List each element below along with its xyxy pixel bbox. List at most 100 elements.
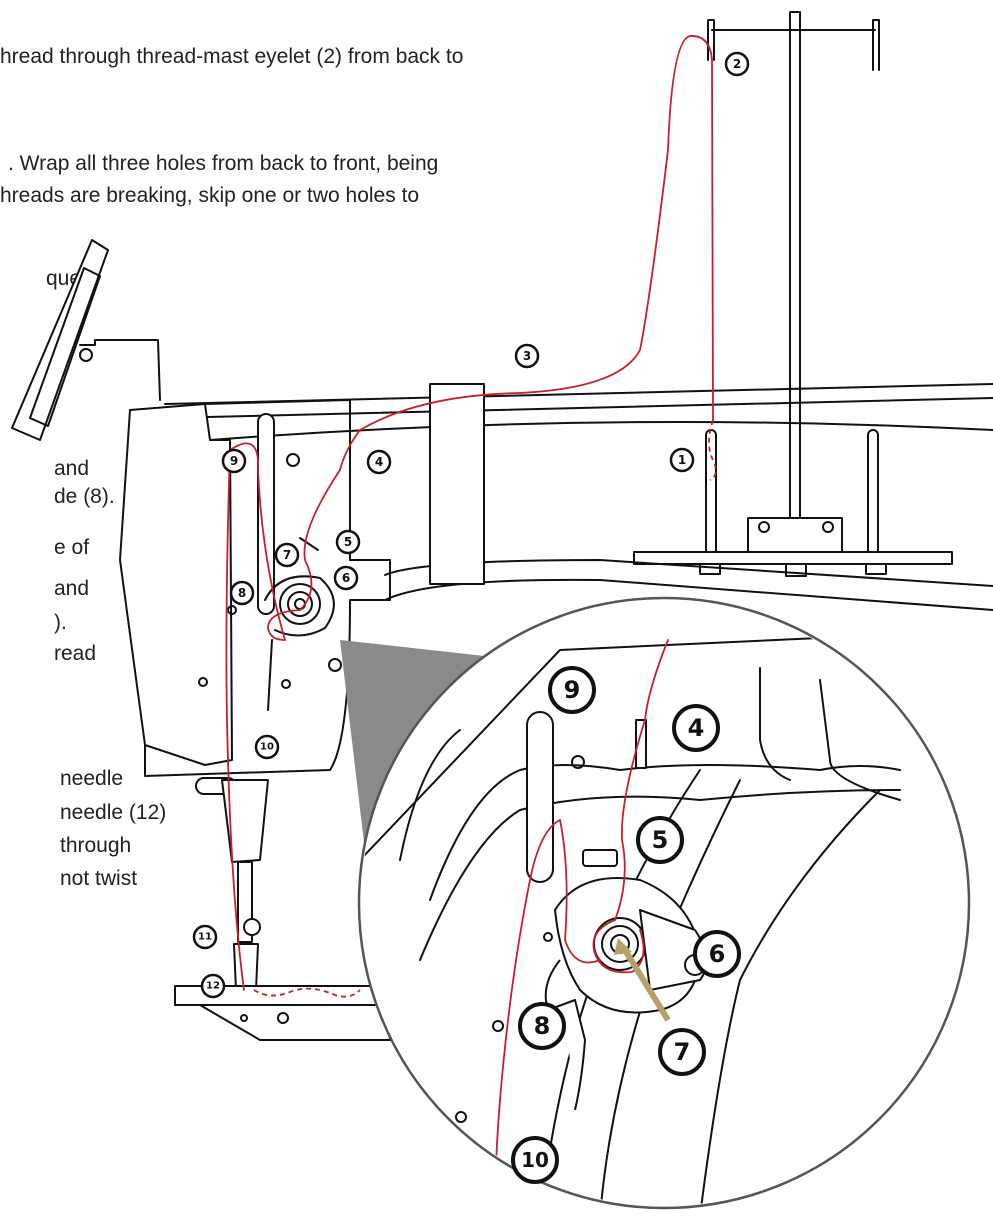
screen-body (11, 239, 109, 441)
machine-head-cover (119, 403, 233, 766)
detail-marker-8: 8 (518, 1002, 566, 1050)
instruction-line-13: through (60, 834, 132, 857)
plate-foot (699, 563, 721, 575)
head-screw (227, 605, 237, 615)
detail-thread-wrap (592, 919, 645, 974)
instruction-line-8: and (54, 577, 90, 600)
screen-pivot (79, 348, 93, 362)
thread-guide-5 (299, 537, 319, 551)
base-screw (277, 1012, 289, 1024)
head-screw (281, 679, 291, 689)
detail-screw (543, 932, 553, 942)
thread-stand (633, 11, 953, 577)
svg-text:3: 3 (523, 349, 531, 363)
needle-bar-housing (221, 779, 269, 863)
take-up-lever-slot (257, 413, 275, 615)
detail-thread-up (559, 819, 601, 964)
step-marker-6: 6 (333, 565, 359, 591)
instruction-line-9: ). (54, 611, 67, 634)
arm-collar (429, 383, 485, 585)
svg-text:8: 8 (534, 1012, 551, 1040)
svg-text:6: 6 (342, 571, 350, 585)
detail-guide-5 (582, 849, 618, 867)
detail-guide-slot (526, 711, 554, 883)
detail-marker-7: 7 (658, 1028, 706, 1076)
head-front-panel (204, 399, 351, 561)
detail-thread-top (644, 639, 669, 721)
bracket-screw (758, 521, 770, 533)
detail-tension-disc-inner (601, 925, 639, 963)
thread-loop-tension (267, 609, 301, 641)
detail-thread-down (614, 719, 646, 921)
detail-pointer-arrow (622, 948, 671, 1022)
thread-spool-wrap (708, 419, 717, 481)
step-marker-3: 3 (514, 343, 540, 369)
instruction-line-10: read (54, 642, 97, 665)
detail-view (357, 596, 971, 1210)
svg-text:4: 4 (375, 455, 383, 469)
mast-eyelet-left (707, 19, 715, 61)
svg-text:7: 7 (674, 1038, 691, 1066)
step-marker-10: 10 (254, 734, 280, 760)
detail-curve-2 (419, 789, 901, 961)
detail-panel-line (759, 667, 791, 781)
instruction-line-7: e of (54, 536, 90, 559)
step-marker-4: 4 (366, 449, 392, 475)
head-knob (328, 658, 342, 672)
screen-arm (79, 339, 161, 401)
stand-bracket (747, 517, 843, 557)
instruction-line-12: needle (12) (60, 801, 167, 824)
spool-pin-left (705, 429, 717, 561)
svg-text:12: 12 (206, 981, 220, 992)
detail-head-edge (399, 729, 461, 861)
instruction-line-3: hreads are breaking, skip one or two hol… (0, 184, 420, 207)
detail-screw (455, 1111, 467, 1123)
thread-segment-head (225, 442, 286, 991)
tension-disc (279, 583, 321, 625)
svg-text:8: 8 (238, 586, 246, 600)
machine-head-side (144, 559, 391, 777)
detail-marker-4: 4 (672, 704, 720, 752)
detail-panel-line-2 (819, 679, 901, 801)
thread-segment-arm (299, 392, 521, 611)
thread-tail (253, 987, 361, 998)
tension-housing (264, 575, 335, 637)
head-screw (198, 677, 208, 687)
head-hole (286, 453, 300, 467)
svg-text:5: 5 (344, 535, 352, 549)
instruction-line-11: needle (60, 767, 124, 790)
spool-pin-right (867, 429, 879, 561)
thread-path (225, 35, 717, 998)
detail-marker-5: 5 (636, 816, 684, 864)
detail-thread-guide-4 (635, 719, 647, 769)
svg-text:2: 2 (733, 57, 741, 71)
detail-body-edge-3 (699, 789, 881, 1206)
step-marker-9: 9 (221, 448, 247, 474)
check-spring-rod (267, 639, 273, 711)
bracket-screw (822, 521, 834, 533)
plate-foot (865, 563, 887, 575)
detail-screw (492, 1020, 504, 1032)
spool-plate (633, 551, 953, 565)
thread-segment-stand (519, 35, 714, 421)
detail-head-hole (571, 755, 585, 769)
instruction-line-14: not twist (60, 867, 138, 890)
needle-clamp-screw (243, 918, 261, 936)
detail-marker-6: 6 (693, 930, 741, 978)
svg-text:9: 9 (230, 454, 238, 468)
step-marker-8: 8 (229, 580, 255, 606)
svg-text:9: 9 (564, 676, 581, 704)
base-screw (240, 1014, 248, 1022)
svg-text:6: 6 (709, 940, 726, 968)
touch-screen (11, 239, 161, 441)
step-marker-7: 7 (274, 542, 300, 568)
detail-marker-9: 9 (548, 666, 596, 714)
svg-text:4: 4 (688, 714, 705, 742)
svg-text:7: 7 (283, 548, 291, 562)
presser-foot (233, 943, 259, 991)
detail-pointer-arrowhead (614, 938, 632, 955)
step-marker-2: 2 (724, 51, 750, 77)
arm-curve (209, 421, 993, 441)
detail-check-spring (544, 959, 586, 1111)
